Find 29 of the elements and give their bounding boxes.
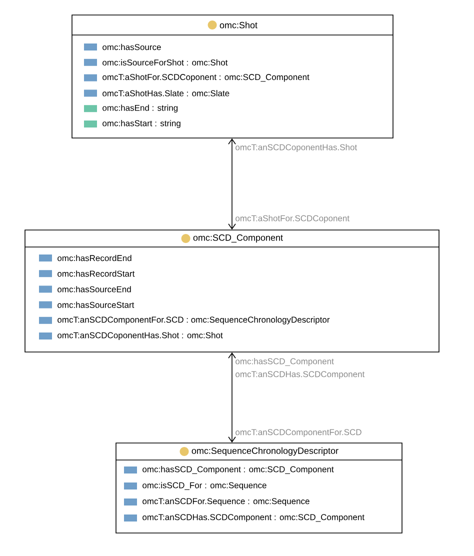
role-label: omcT:anSCDComponentFor.SCD <box>236 429 362 437</box>
property-label: omc:hasSourceEnd <box>58 286 131 292</box>
class-name: omc:SCD_Component <box>193 234 283 243</box>
property-label: omc:isSCD_For : omc:Sequence <box>142 482 266 490</box>
role-label: omc:hasSCD_Component <box>236 358 334 366</box>
property-label: omc:hasRecordStart <box>58 270 135 277</box>
property-label: omcT:aShotHas.Slate : omc:Slate <box>102 90 230 96</box>
class-box <box>72 14 394 138</box>
property-label: omc:isSourceForShot : omc:Shot <box>102 59 228 66</box>
class-box <box>116 442 402 534</box>
property-label: omc:hasStart : string <box>102 120 180 128</box>
role-label: omcT:aShotFor.SCDCoponent <box>236 215 350 223</box>
class-box <box>24 230 440 352</box>
property-label: omcT:anSCDCoponentHas.Shot : omc:Shot <box>58 332 223 340</box>
property-label: omc:hasSCD_Component : omc:SCD_Component <box>142 466 334 474</box>
class-name: omc:Shot <box>220 22 258 28</box>
property-label: omcT:anSCDFor.Sequence : omc:Sequence <box>142 498 310 506</box>
property-label: omc:hasSource <box>102 44 161 50</box>
role-label: omcT:anSCDHas.SCDComponent <box>236 371 365 379</box>
role-label: omcT:anSCDCoponentHas.Shot <box>236 144 358 152</box>
property-label: omcT:anSCDHas.SCDComponent : omc:SCD_Component <box>142 514 364 522</box>
property-label: omcT:aShotFor.SCDCoponent : omc:SCD_Component <box>102 74 310 82</box>
property-label: omcT:anSCDComponentFor.SCD : omc:SequenceChronologyDescriptor <box>58 316 330 324</box>
property-label: omc:hasRecordEnd <box>58 254 132 262</box>
arrow <box>228 138 236 230</box>
property-label: omc:hasSourceStart <box>58 302 134 308</box>
arrow <box>228 352 236 443</box>
property-label: omc:hasEnd : string <box>102 104 178 113</box>
class-name: omc:SequenceChronologyDescriptor <box>192 447 338 456</box>
